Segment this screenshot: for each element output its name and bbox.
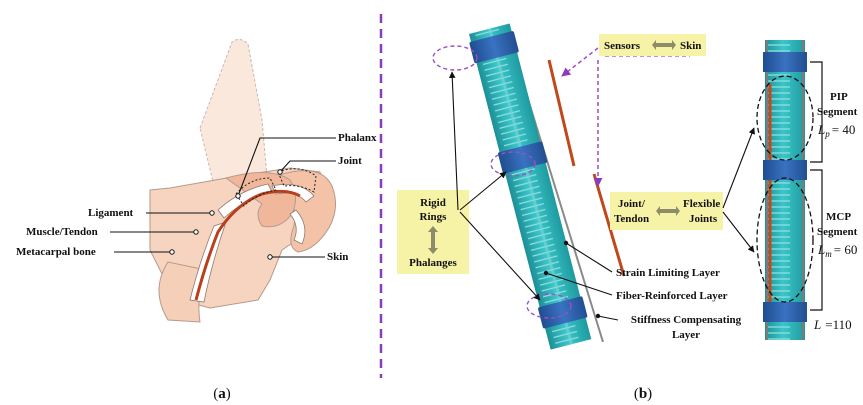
caption-b: (b) [634,386,652,402]
svg-text:Sensors: Sensors [604,40,641,52]
svg-text:Segment: Segment [817,226,858,238]
sensor-strip-upper [549,60,574,166]
svg-text:PIP: PIP [830,91,848,103]
label-stiffness-layer: Layer [672,329,700,341]
label-stiffness-compensating: Stiffness Compensating [631,314,742,326]
straight-ring-middle [763,160,807,180]
straight-actuator [763,40,807,340]
soft-actuator-tube [467,23,593,350]
leader-flexible-pip [723,128,754,208]
pip-segment-label: PIP Segment Lp= 40 [817,91,858,139]
svg-text:Rings: Rings [420,211,448,223]
svg-text:Rigid: Rigid [420,197,446,209]
ring-highlight-top [433,46,477,70]
straight-ring-bottom [763,302,807,322]
svg-text:Joint/: Joint/ [618,198,646,210]
label-phalanx: Phalanx [338,132,377,144]
svg-text:Joints: Joints [689,213,718,225]
label-strain-limiting: Strain Limiting Layer [616,267,720,279]
leader-rigid-top [452,72,458,210]
sensor-connector [562,48,598,76]
panel-a-hand-illustration [150,39,336,322]
label-fiber-reinforced: Fiber-Reinforced Layer [616,290,728,302]
svg-text:Tendon: Tendon [614,213,649,225]
svg-text:Lm= 60: Lm= 60 [817,242,857,259]
joint-flexible-box: Joint/ Tendon Flexible Joints [610,192,723,230]
total-length-label: L=110 [813,317,852,332]
leader-flexible-mcp [723,212,754,252]
label-skin-a: Skin [327,251,348,263]
mcp-segment-label: MCP Segment Lm= 60 [817,211,858,259]
label-metacarpal-bone: Metacarpal bone [16,246,96,258]
caption-a: (a) [213,386,231,402]
svg-text:Flexible: Flexible [683,198,720,210]
label-muscle-tendon: Muscle/Tendon [26,226,98,238]
label-ligament: Ligament [88,207,134,219]
svg-text:Lp= 40: Lp= 40 [817,122,855,139]
sensors-skin-box: Sensors Skin [599,34,706,56]
mcp-bracket [810,170,822,310]
svg-text:Skin: Skin [680,40,701,52]
svg-text:Segment: Segment [817,106,858,118]
straight-ring-top [763,52,807,72]
svg-text:Phalanges: Phalanges [409,257,457,269]
label-joint: Joint [338,155,362,167]
svg-text:MCP: MCP [826,211,851,223]
